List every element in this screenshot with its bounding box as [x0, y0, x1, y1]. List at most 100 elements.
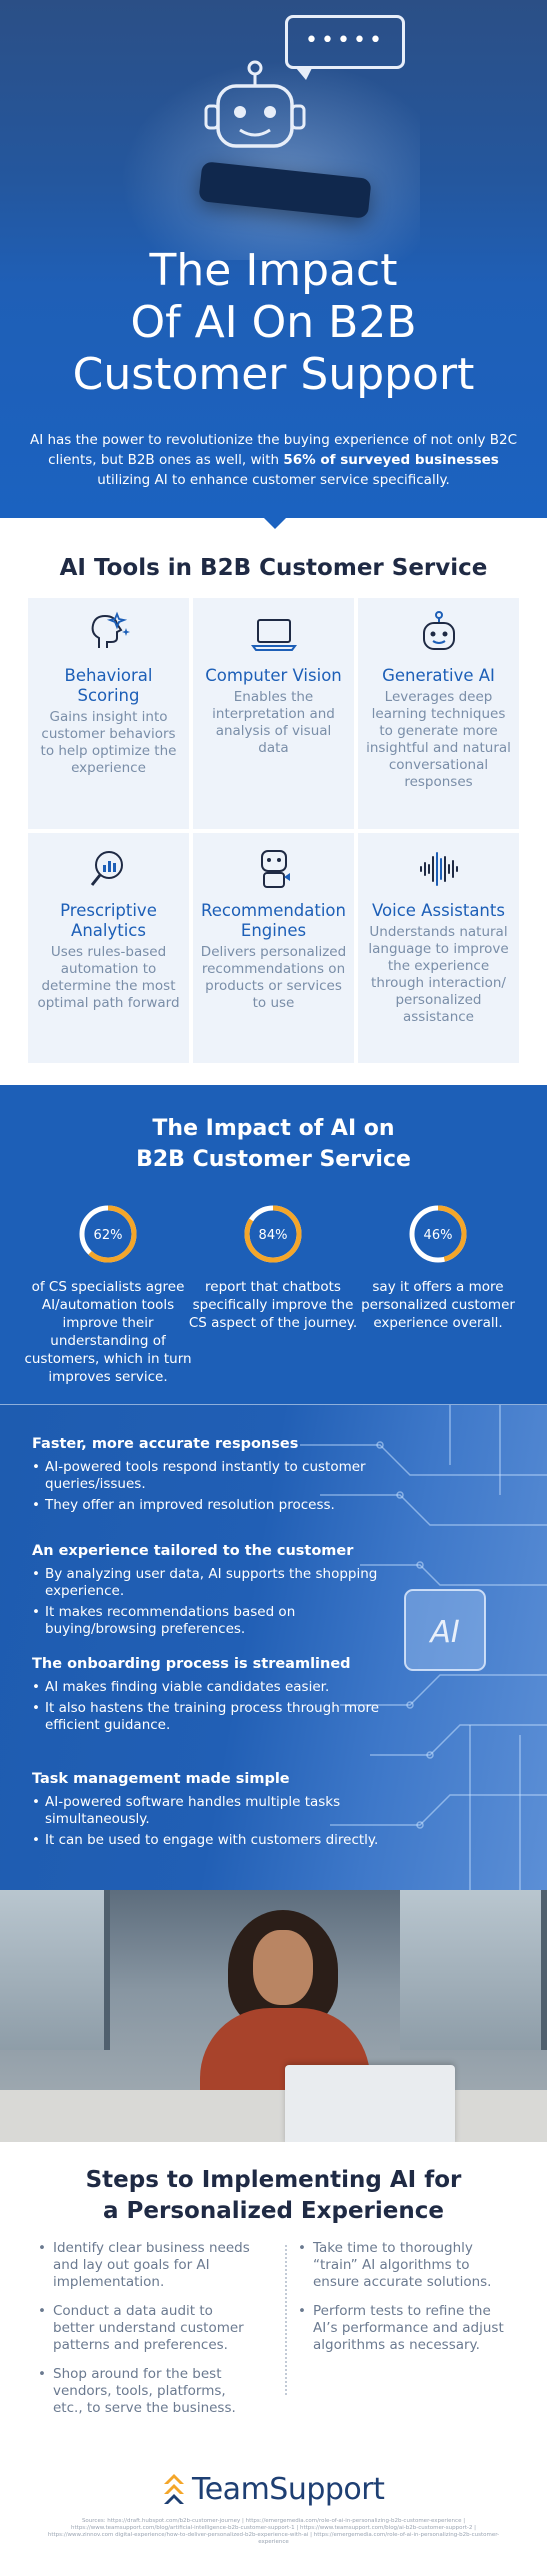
teamsupport-logo-icon	[164, 2474, 184, 2504]
tool-card-recommendation-engines: Recommendation Engines Delivers personal…	[193, 832, 354, 1063]
benefit-list: AI makes finding viable candidates easie…	[32, 1679, 402, 1734]
tool-description: Uses rules-based automation to determine…	[37, 943, 180, 1011]
chat-bubble-icon: •••••	[285, 15, 405, 80]
title-line-2: Of AI On B2B	[130, 297, 417, 348]
benefit-heading: The onboarding process is streamlined	[32, 1656, 351, 1672]
sound-wave-icon	[419, 851, 458, 886]
robot-thumbs-up-icon	[260, 849, 290, 888]
benefit-block: The onboarding process is streamlined AI…	[32, 1655, 402, 1738]
tool-name: Voice Assistants	[372, 900, 505, 920]
step-item: Identify clear business needs and lay ou…	[38, 2240, 258, 2291]
stat-description: report that chatbots specifically improv…	[188, 1279, 358, 1331]
steps-list: Identify clear business needs and lay ou…	[38, 2240, 258, 2417]
benefits-section: AI Faster, more accurate responses AI-po…	[0, 1405, 547, 1890]
impact-section-title: The Impact of AI on B2B Customer Service	[0, 1113, 547, 1175]
stat-percent: 62%	[94, 1228, 123, 1243]
steps-title-line-2: a Personalized Experience	[103, 2198, 444, 2224]
intro-text-end: utilizing AI to enhance customer service…	[97, 472, 450, 488]
title-line-3: Customer Support	[72, 349, 475, 400]
benefit-heading: Faster, more accurate responses	[32, 1436, 299, 1452]
office-window	[400, 1890, 547, 2050]
progress-ring: 46%	[409, 1205, 467, 1263]
tool-card-generative-ai: Generative AI Leverages deep learning te…	[358, 598, 519, 829]
benefit-bullet: They offer an improved resolution proces…	[32, 1497, 402, 1514]
intro-highlight: 56% of surveyed businesses	[283, 452, 499, 468]
teamsupport-logo: TeamSupport	[160, 2470, 400, 2510]
step-item: Perform tests to refine the AI’s perform…	[298, 2303, 518, 2354]
benefit-bullet: It also hastens the training process thr…	[32, 1700, 402, 1734]
steps-section-title: Steps to Implementing AI for a Personali…	[0, 2165, 547, 2227]
tool-card-computer-vision: Computer Vision Enables the interpretati…	[193, 598, 354, 829]
office-window	[0, 1890, 110, 2050]
tool-description: Enables the interpretation and analysis …	[212, 689, 335, 756]
stat-description: say it offers a more personalized custom…	[361, 1279, 515, 1331]
benefit-heading: Task management made simple	[32, 1771, 290, 1787]
tool-name: Prescriptive Analytics	[60, 900, 157, 940]
stat-description: of CS specialists agree AI/automation to…	[24, 1279, 192, 1385]
desk-surface	[0, 2090, 547, 2142]
steps-title-line-1: Steps to Implementing AI for	[85, 2167, 462, 2193]
step-item: Take time to thoroughly “train” AI algor…	[298, 2240, 518, 2291]
tool-name: Recommendation Engines	[201, 900, 346, 940]
brain-sparkle-icon	[91, 611, 130, 648]
impact-title-line-1: The Impact of AI on	[152, 1116, 395, 1141]
ai-chip-label: AI	[428, 1615, 460, 1650]
benefit-bullet: By analyzing user data, AI supports the …	[32, 1566, 402, 1600]
stat-percent: 46%	[424, 1228, 453, 1243]
benefit-block: Task management made simple AI-powered s…	[32, 1770, 402, 1853]
office-photo	[0, 1890, 547, 2142]
typing-dots: •••••	[305, 28, 385, 53]
tool-description: Understands natural language to improve …	[368, 923, 509, 1025]
logo-text: TeamSupport	[192, 2472, 385, 2507]
progress-ring: 62%	[79, 1205, 137, 1263]
intro-text: AI has the power to revolutionize the bu…	[29, 432, 518, 468]
stat-item: 62% of CS specialists agree AI/automatio…	[23, 1202, 193, 1386]
robot-head-icon	[204, 60, 306, 148]
steps-left-column: Identify clear business needs and lay ou…	[38, 2240, 258, 2429]
section-divider	[0, 1404, 547, 1405]
stat-item: 84% report that chatbots specifically im…	[188, 1202, 358, 1332]
tools-grid: Behavioral Scoring Gains insight into cu…	[28, 598, 519, 1063]
impact-section: The Impact of AI on B2B Customer Service…	[0, 1085, 547, 1405]
section-notch	[263, 517, 287, 529]
tools-section-title: AI Tools in B2B Customer Service	[59, 555, 488, 581]
stat-percent: 84%	[259, 1228, 288, 1243]
stat-item: 46% say it offers a more personalized cu…	[353, 1202, 523, 1332]
page-title: The Impact Of AI On B2B Customer Support	[0, 245, 547, 401]
tool-name: Computer Vision	[205, 666, 342, 685]
robot-head-icon	[422, 611, 455, 650]
benefit-bullet: AI-powered tools respond instantly to cu…	[32, 1459, 402, 1493]
tool-card-prescriptive-analytics: Prescriptive Analytics Uses rules-based …	[28, 832, 189, 1063]
step-item: Conduct a data audit to better understan…	[38, 2303, 258, 2354]
tool-description: Gains insight into customer behaviors to…	[40, 709, 177, 776]
benefit-list: By analyzing user data, AI supports the …	[32, 1566, 402, 1638]
benefit-bullet: It makes recommendations based on buying…	[32, 1604, 402, 1638]
tool-description: Delivers personalized recommendations on…	[200, 943, 347, 1011]
steps-right-column: Take time to thoroughly “train” AI algor…	[298, 2240, 518, 2366]
benefit-bullet: AI makes finding viable candidates easie…	[32, 1679, 402, 1696]
benefit-bullet: It can be used to engage with customers …	[32, 1832, 402, 1849]
magnifier-chart-icon	[90, 850, 123, 886]
tool-name: Generative AI	[382, 666, 495, 685]
hand-photo-background	[120, 60, 420, 260]
tool-card-behavioral-scoring: Behavioral Scoring Gains insight into cu…	[28, 598, 189, 829]
tool-card-voice-assistants: Voice Assistants Understands natural lan…	[358, 832, 519, 1063]
laptop-illustration	[285, 2065, 455, 2142]
benefit-bullet: AI-powered software handles multiple tas…	[32, 1794, 402, 1828]
progress-ring: 84%	[244, 1205, 302, 1263]
benefit-block: An experience tailored to the customer B…	[32, 1542, 402, 1642]
laptop-icon	[250, 619, 297, 651]
benefit-list: AI-powered software handles multiple tas…	[32, 1794, 402, 1849]
title-line-1: The Impact	[149, 245, 398, 296]
column-separator	[285, 2245, 287, 2395]
step-item: Shop around for the best vendors, tools,…	[38, 2366, 258, 2417]
sources-footnote: Sources: https://draft.hubspot.com/b2b-c…	[47, 2518, 500, 2545]
benefit-list: AI-powered tools respond instantly to cu…	[32, 1459, 402, 1514]
woman-face	[253, 1930, 313, 2005]
intro-paragraph: AI has the power to revolutionize the bu…	[28, 430, 519, 490]
benefit-block: Faster, more accurate responses AI-power…	[32, 1435, 402, 1518]
tool-description: Leverages deep learning techniques to ge…	[366, 689, 511, 790]
steps-list: Take time to thoroughly “train” AI algor…	[298, 2240, 518, 2354]
benefit-heading: An experience tailored to the customer	[32, 1543, 354, 1559]
hero-section: ••••• The Impact Of AI On B2B Customer S…	[0, 0, 547, 518]
